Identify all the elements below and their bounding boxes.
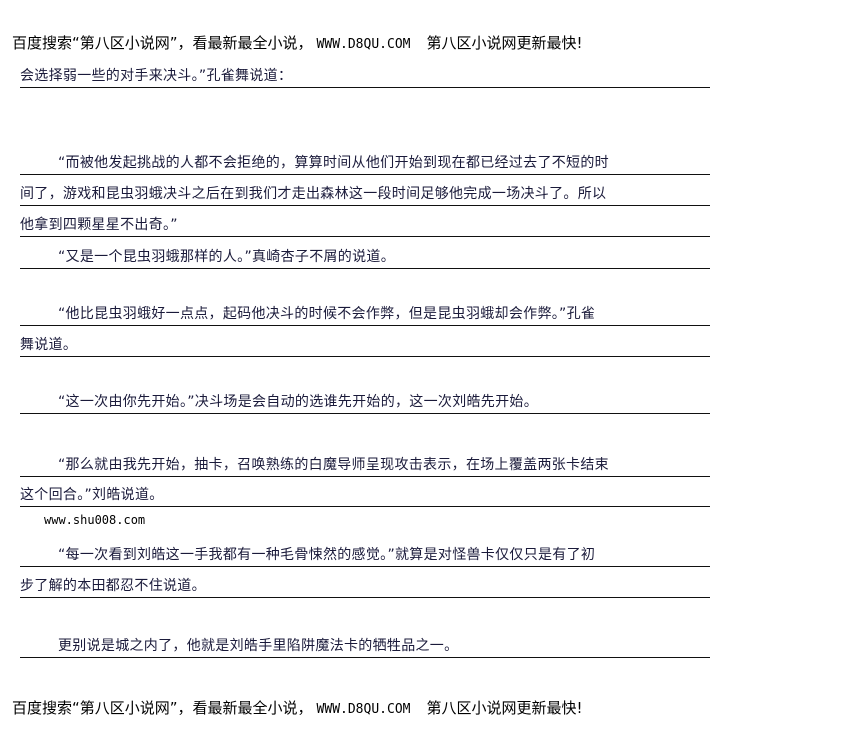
text-line: 舞说道。 (20, 336, 710, 357)
text-line: “而被他发起挑战的人都不会拒绝的，算算时间从他们开始到现在都已经过去了不短的时 (20, 154, 710, 175)
header-text: 百度搜索“第八区小说网”，看最新最全小说， (12, 34, 313, 52)
text-line: “那么就由我先开始，抽卡，召唤熟练的白魔导师呈现攻击表示，在场上覆盖两张卡结束 (20, 456, 710, 477)
text-line: “每一次看到刘皓这一手我都有一种毛骨悚然的感觉。”就算是对怪兽卡仅仅只是有了初 (20, 546, 710, 567)
text-line: “这一次由你先开始。”决斗场是会自动的选谁先开始的，这一次刘皓先开始。 (20, 393, 710, 414)
header-url[interactable]: WWW.D8QU.COM (316, 37, 411, 52)
text-line: 更别说是城之内了，他就是刘皓手里陷阱魔法卡的牺牲品之一。 (20, 637, 710, 658)
text-line: 间了，游戏和昆虫羽蛾决斗之后在到我们才走出森林这一段时间足够他完成一场决斗了。所… (20, 185, 710, 206)
header-tail: 第八区小说网更新最快! (426, 34, 583, 52)
text-line: 这个回合。”刘皓说道。 (20, 486, 710, 507)
header-banner: 百度搜索“第八区小说网”，看最新最全小说，WWW.D8QU.COM 第八区小说网更… (12, 32, 582, 53)
footer-url[interactable]: WWW.D8QU.COM (316, 702, 411, 717)
text-line: 他拿到四颗星星不出奇。” (20, 216, 710, 237)
site-watermark: www.shu008.com (44, 513, 146, 527)
text-line: 会选择弱一些的对手来决斗。”孔雀舞说道： (20, 67, 710, 88)
text-line: 步了解的本田都忍不住说道。 (20, 577, 710, 598)
footer-text: 百度搜索“第八区小说网”，看最新最全小说， (12, 699, 313, 717)
footer-banner: 百度搜索“第八区小说网”，看最新最全小说，WWW.D8QU.COM 第八区小说网更… (12, 697, 582, 718)
text-line: “他比昆虫羽蛾好一点点，起码他决斗的时候不会作弊，但是昆虫羽蛾却会作弊。”孔雀 (20, 305, 710, 326)
text-line: “又是一个昆虫羽蛾那样的人。”真崎杏子不屑的说道。 (20, 248, 710, 269)
footer-tail: 第八区小说网更新最快! (426, 699, 583, 717)
